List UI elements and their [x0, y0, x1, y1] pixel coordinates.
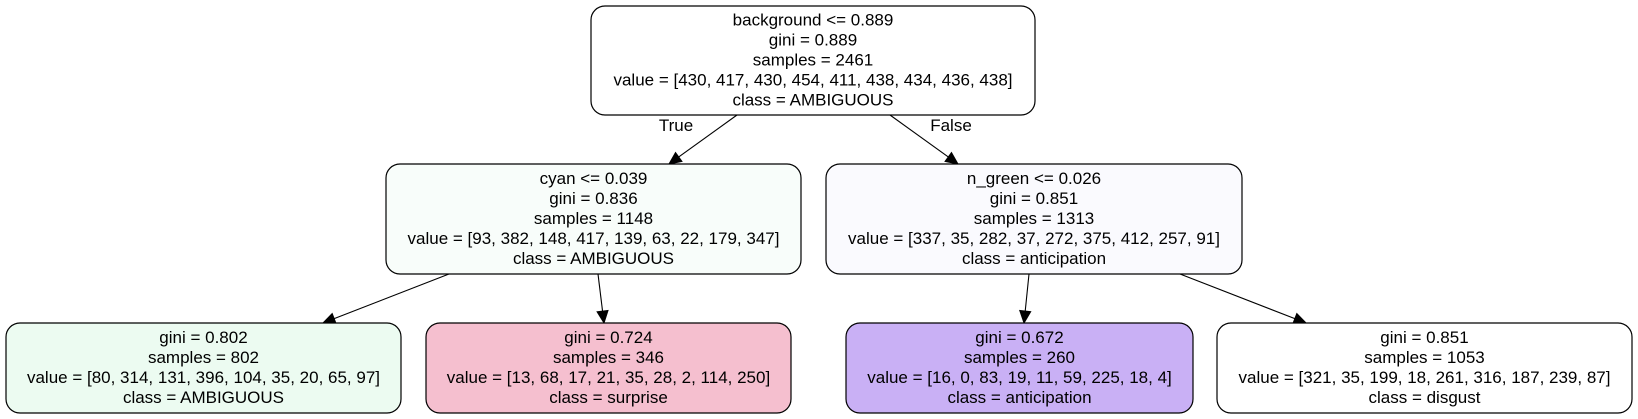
node-text-line: value = [16, 0, 83, 19, 11, 59, 225, 18,… [867, 368, 1172, 387]
node-text-line: samples = 260 [964, 348, 1075, 367]
edge-line [678, 114, 738, 158]
node-text-line: class = anticipation [962, 249, 1106, 268]
node-text-line: class = AMBIGUOUS [513, 249, 674, 268]
node-text-line: value = [13, 68, 17, 21, 35, 28, 2, 114,… [447, 368, 770, 387]
node-text-line: value = [80, 314, 131, 396, 104, 35, 20,… [27, 368, 380, 387]
edge-line [597, 273, 604, 312]
node-text-line: gini = 0.836 [549, 189, 637, 208]
node-text-line: gini = 0.802 [159, 328, 247, 347]
node-text-line: cyan <= 0.039 [540, 169, 648, 188]
node-text-line: class = AMBIGUOUS [123, 388, 284, 407]
edge-left-lr [596, 273, 609, 325]
node-text-line: gini = 0.724 [564, 328, 652, 347]
edge-line [1024, 273, 1030, 312]
node-text-line: value = [430, 417, 430, 454, 411, 438, 4… [613, 71, 1012, 90]
node-text-line: class = surprise [549, 388, 668, 407]
edge-line [889, 114, 949, 158]
node-text-line: value = [321, 35, 199, 18, 261, 316, 187… [1239, 368, 1611, 387]
node-text-line: gini = 0.851 [1380, 328, 1468, 347]
edge-line [333, 273, 450, 320]
arrowhead-icon [1019, 309, 1032, 325]
node-text-line: samples = 1313 [974, 209, 1095, 228]
node-text-line: class = anticipation [947, 388, 1091, 407]
node-text-line: gini = 0.672 [975, 328, 1063, 347]
node-box [385, 163, 802, 275]
edge-label: False [930, 116, 972, 135]
node-text-line: samples = 802 [148, 348, 259, 367]
node-text-line: samples = 1148 [534, 209, 653, 228]
node-box [425, 322, 792, 414]
edge-right-rl [1019, 273, 1032, 325]
edge-left-ll [321, 273, 450, 325]
node-text-line: gini = 0.851 [990, 189, 1078, 208]
node-text-line: gini = 0.889 [769, 31, 857, 50]
node-text-line: class = disgust [1369, 388, 1481, 407]
arrowhead-icon [321, 312, 337, 325]
arrowhead-icon [668, 151, 683, 165]
edge-label: True [659, 116, 693, 135]
node-text-line: value = [337, 35, 282, 37, 272, 375, 412… [848, 229, 1220, 248]
node-text-line: n_green <= 0.026 [967, 169, 1101, 188]
node-text-line: samples = 346 [553, 348, 664, 367]
node-box [825, 163, 1243, 275]
edge-root-left: True [659, 114, 738, 165]
node-text-line: value = [93, 382, 148, 417, 139, 63, 22,… [408, 229, 780, 248]
arrowhead-icon [596, 309, 609, 325]
node-text-line: samples = 2461 [753, 51, 874, 70]
edge-root-right: False [889, 114, 972, 165]
node-box [590, 5, 1036, 116]
arrowhead-icon [944, 151, 959, 165]
node-text-line: background <= 0.889 [733, 11, 894, 30]
node-box [845, 322, 1194, 414]
node-box [5, 322, 402, 414]
edge-line [1179, 273, 1296, 320]
node-text-line: samples = 1053 [1364, 348, 1485, 367]
arrowhead-icon [1292, 312, 1308, 325]
node-box [1216, 322, 1633, 414]
edge-right-rr [1179, 273, 1308, 325]
node-text-line: class = AMBIGUOUS [732, 91, 893, 110]
